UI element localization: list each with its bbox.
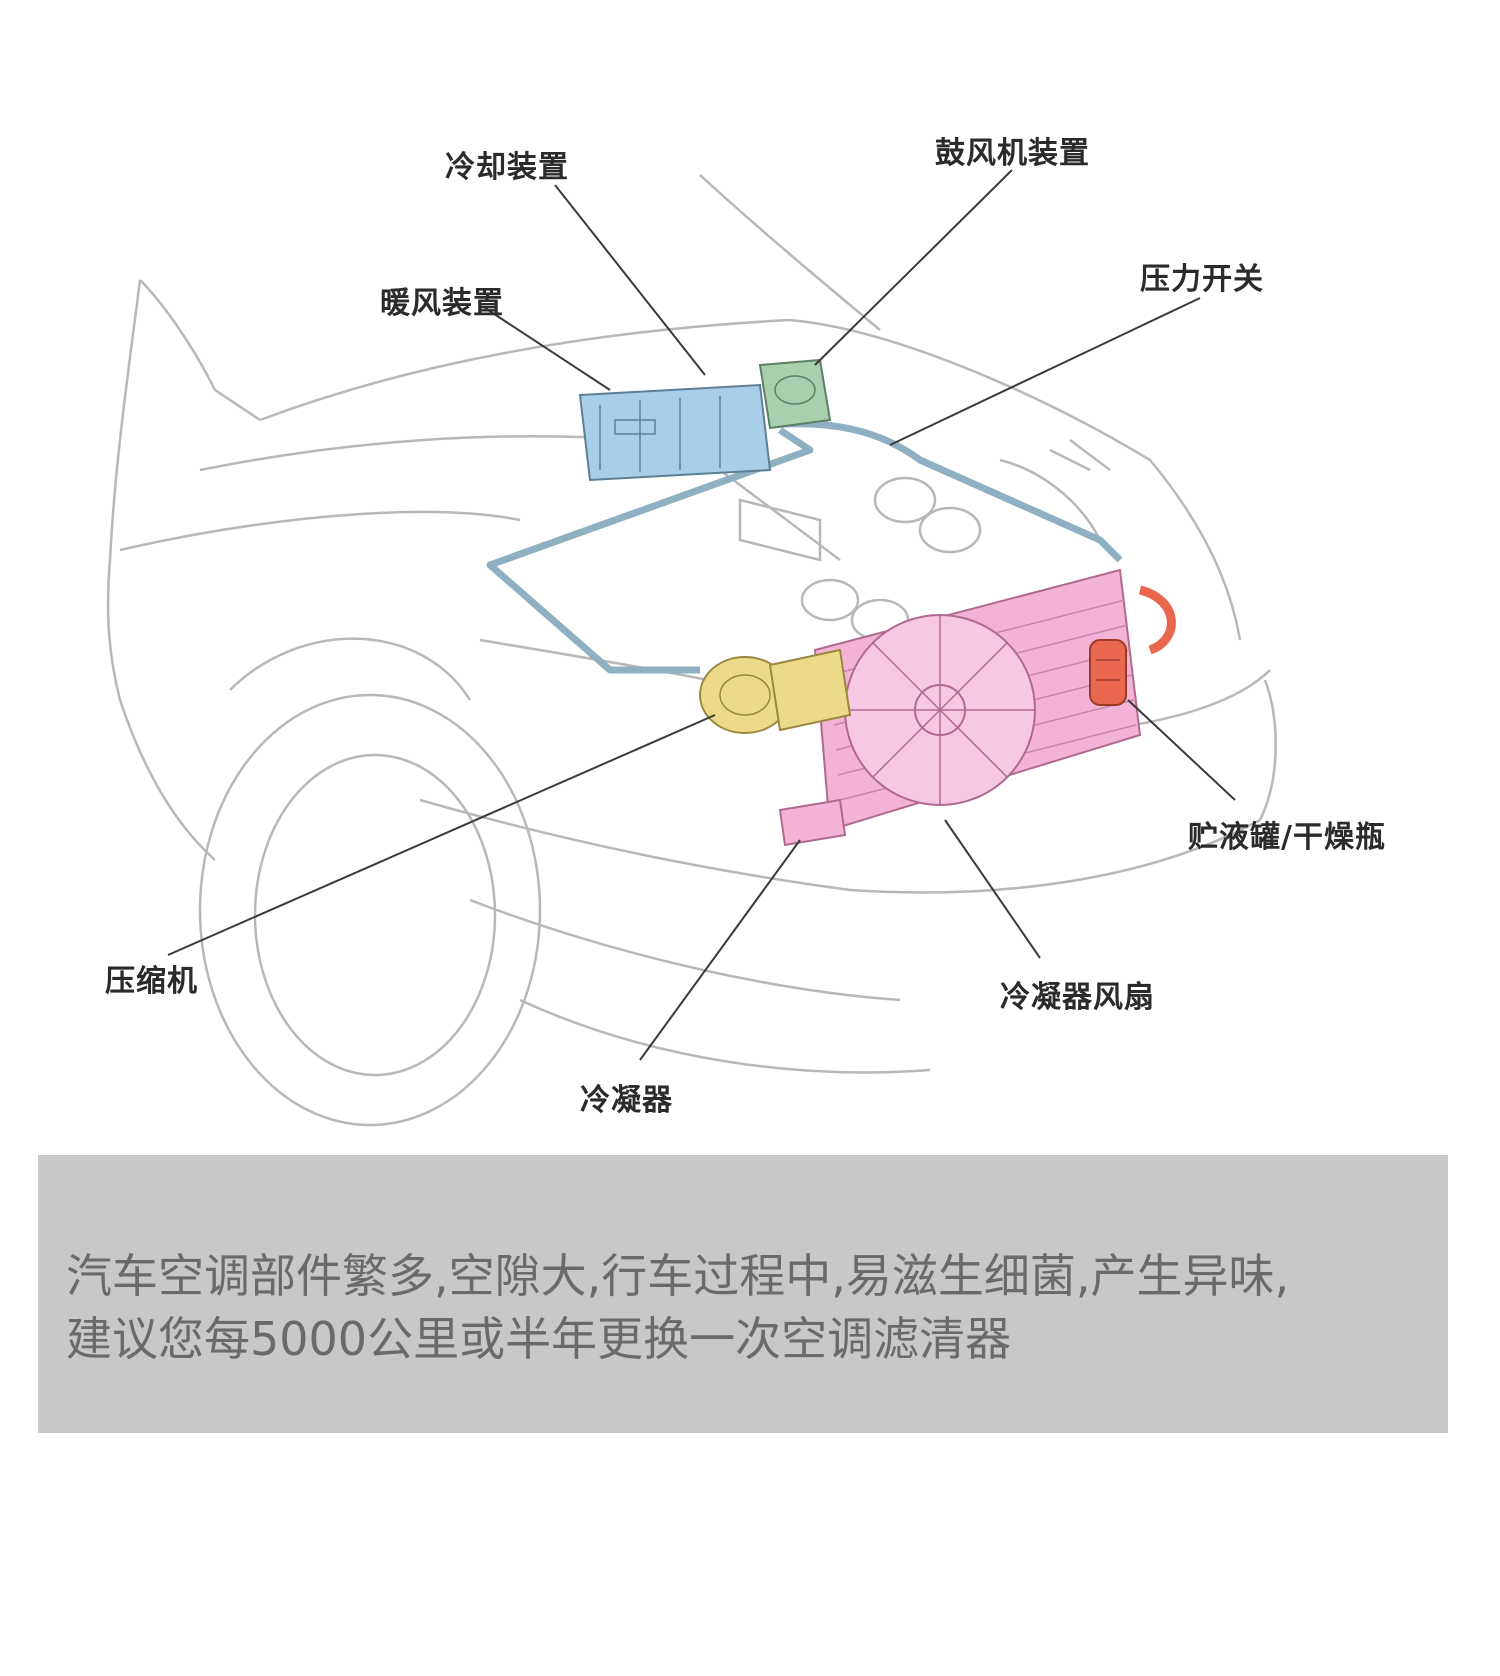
caption-box: 汽车空调部件繁多,空隙大,行车过程中,易滋生细菌,产生异味, 建议您每5000公… [38, 1155, 1448, 1433]
label-condenser-fan: 冷凝器风扇 [1000, 980, 1155, 1015]
blower-unit [758, 358, 832, 430]
caption-line-1: 汽车空调部件繁多,空隙大,行车过程中,易滋生细菌,产生异味, [66, 1249, 1290, 1303]
label-heater-unit: 暖风装置 [380, 286, 504, 321]
label-blower-unit: 鼓风机装置 [935, 136, 1090, 171]
label-pressure-switch: 压力开关 [1140, 262, 1264, 297]
heater-cooling-unit [578, 383, 772, 482]
label-receiver-drier: 贮液罐/干燥瓶 [1188, 820, 1386, 855]
car-ac-diagram [106, 169, 1277, 1127]
leader-lines [167, 169, 1236, 1061]
label-compressor: 压缩机 [105, 964, 198, 999]
car-outline [106, 174, 1277, 1127]
label-cooling-unit: 冷却装置 [445, 150, 569, 185]
receiver-drier-unit [1089, 639, 1127, 706]
caption-line-2: 建议您每5000公里或半年更换一次空调滤清器 [66, 1312, 1012, 1366]
drier-hose [1138, 585, 1176, 655]
condenser-unit [778, 568, 1142, 847]
compressor-unit [699, 648, 852, 734]
label-condenser: 冷凝器 [580, 1083, 673, 1118]
